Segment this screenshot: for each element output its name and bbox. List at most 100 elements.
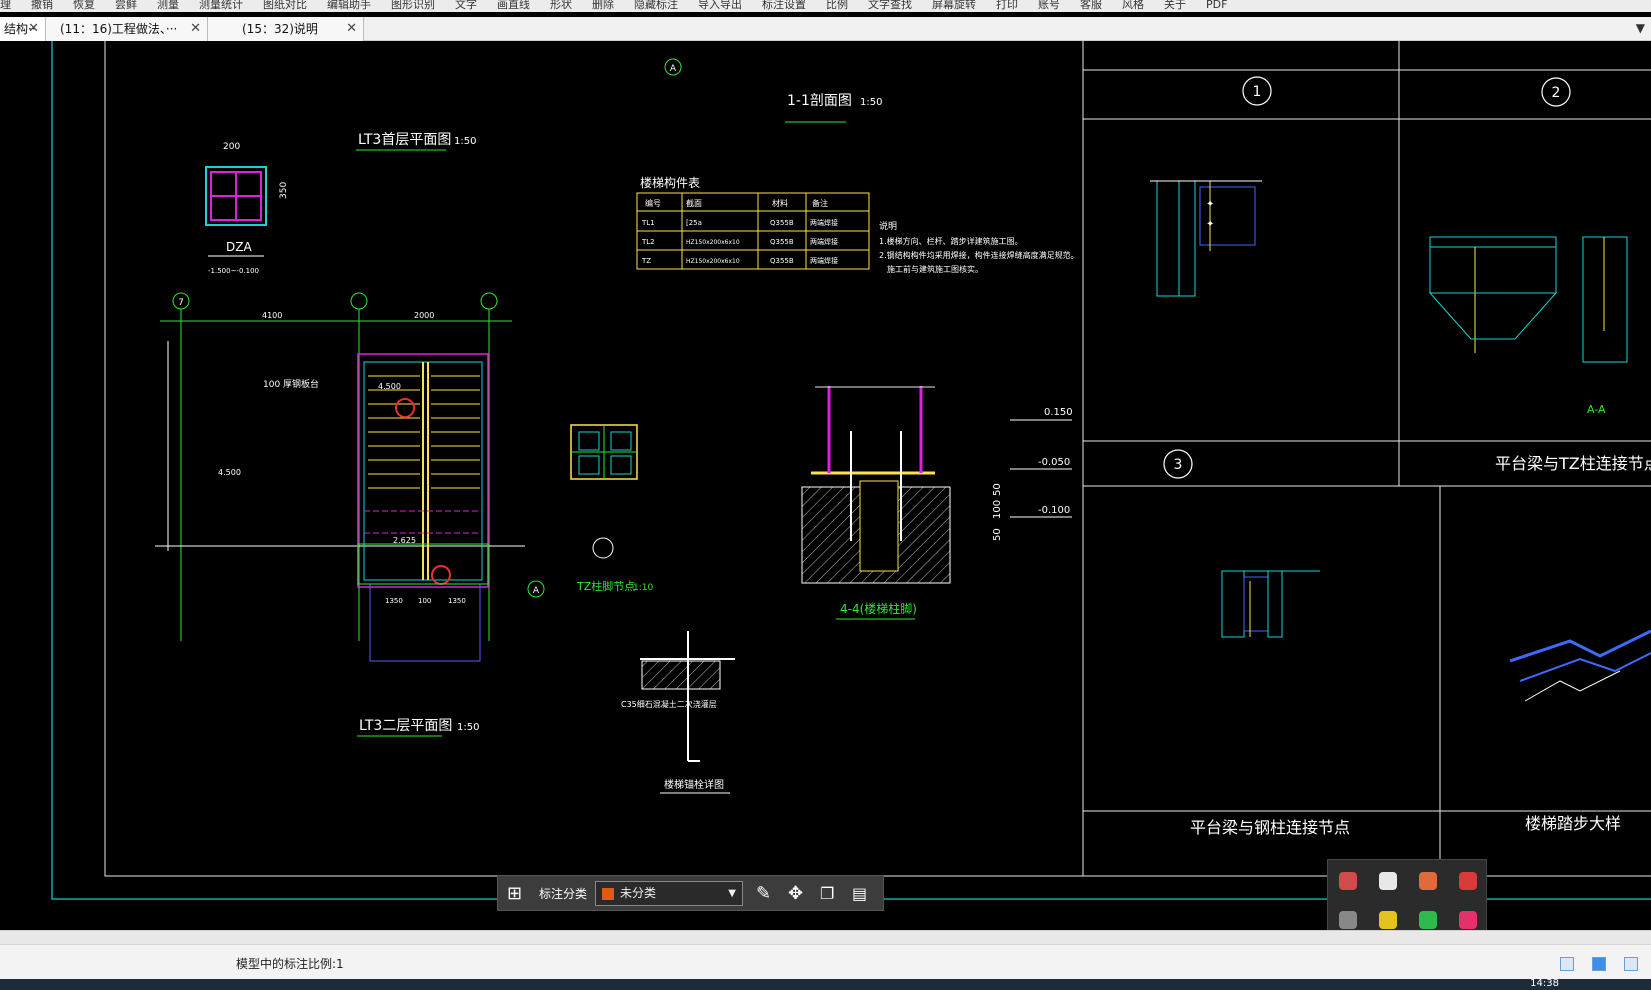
pdf-icon[interactable] [1592, 957, 1606, 971]
copy-icon[interactable]: ❐ [820, 884, 835, 903]
taskbar: 14:38 [0, 979, 1651, 990]
menu-item[interactable]: 画直线 [497, 0, 530, 11]
menu-item[interactable]: 编辑助手 [327, 0, 371, 11]
platform-tz-node-title: 平台梁与TZ柱连接节点 [1495, 454, 1651, 473]
menu-item[interactable]: 尝鲜 [115, 0, 137, 11]
shield-icon[interactable] [1379, 872, 1397, 890]
close-icon[interactable]: ✕ [190, 21, 201, 36]
stair-anchor-detail-title: 楼梯锚栓详图 [664, 778, 724, 791]
wechat-icon[interactable] [1419, 911, 1437, 929]
menu-item[interactable]: 账号 [1038, 0, 1060, 11]
menu-item[interactable]: 删除 [592, 0, 614, 11]
svg-text:Q355B: Q355B [770, 257, 794, 265]
menu-item[interactable]: 形状 [550, 0, 572, 11]
cad-drawing: 1 2 3 平台梁与TZ柱连接节点 平台梁与钢柱连接节点 楼梯踏步大样 A-A … [51, 41, 1651, 900]
svg-text:-0.100: -0.100 [1038, 505, 1070, 516]
tab-bar: 结构·· ✕ (11：16)工程做法、··· ✕ (15：32)说明 ✕ [0, 17, 1651, 41]
menu-item[interactable]: PDF [1206, 0, 1228, 11]
folder-icon[interactable] [1560, 957, 1574, 971]
menu-item[interactable]: 客服 [1080, 0, 1102, 11]
svg-text:Q355B: Q355B [770, 219, 794, 227]
lt3-first-plan-title: LT3首层平面图 [358, 132, 451, 148]
tz-foot-node: TZ柱脚节点 1:10 [570, 424, 653, 593]
svg-text:4.500: 4.500 [218, 468, 241, 477]
tab-structure[interactable]: 结构·· ✕ [0, 17, 46, 41]
svg-text:HZ150x200x6x10: HZ150x200x6x10 [686, 258, 740, 265]
svg-text:✦: ✦ [1206, 219, 1214, 230]
svg-text:2.625: 2.625 [393, 536, 416, 545]
lt3-second-plan: 7 4100 2000 100 厚钢板台 [155, 292, 545, 737]
annotation-scale-status: 模型中的标注比例:1 [236, 957, 344, 971]
svg-text:施工前与建筑施工图核实。: 施工前与建筑施工图核实。 [887, 264, 983, 274]
menu-item[interactable]: 屏幕旋转 [932, 0, 976, 11]
tray-app-icon[interactable] [1459, 872, 1477, 890]
svg-text:100: 100 [992, 500, 1003, 519]
speaker-icon[interactable] [1419, 872, 1437, 890]
svg-text:备注: 备注 [812, 198, 828, 208]
dza-label: DZA [226, 240, 252, 254]
dza-note: -1.500~-0.100 [208, 267, 259, 275]
menu-item[interactable]: 理 [0, 0, 11, 11]
menu-item[interactable]: 测量统计 [199, 0, 243, 11]
tray-app-icon[interactable] [1379, 911, 1397, 929]
member-table: 楼梯构件表 编号 截面 材料 备注 TL1 [25a Q355B 两端焊接 TL… [636, 175, 870, 270]
menu-item[interactable]: 导入导出 [698, 0, 742, 11]
close-icon[interactable]: ✕ [28, 21, 39, 36]
menu-item[interactable]: 文字 [455, 0, 477, 11]
cloud-icon[interactable] [1339, 911, 1357, 929]
menu-item[interactable]: 关于 [1164, 0, 1186, 11]
svg-text:50: 50 [992, 483, 1003, 496]
menu-item[interactable]: 打印 [996, 0, 1018, 11]
menu-item[interactable]: 隐藏标注 [634, 0, 678, 11]
svg-text:2.钢结构构件均采用焊接，构件连接焊缝高度满足规范。: 2.钢结构构件均采用焊接，构件连接焊缝高度满足规范。 [879, 250, 1079, 260]
section-1-1-title: 1-1剖面图 [787, 93, 852, 109]
chevron-down-icon[interactable]: ▼ [1635, 21, 1645, 35]
tray-app-icon[interactable] [1459, 911, 1477, 929]
scale-label: 1:50 [454, 136, 476, 147]
svg-text:1350: 1350 [385, 597, 403, 605]
menu-item[interactable]: 文字查找 [868, 0, 912, 11]
menu-item[interactable]: 比例 [826, 0, 848, 11]
svg-text:50: 50 [992, 528, 1003, 541]
svg-text:材料: 材料 [772, 198, 788, 208]
close-icon[interactable]: ✕ [346, 21, 357, 36]
paste-icon[interactable]: ▤ [852, 884, 868, 903]
dim-label: 350 [279, 182, 289, 199]
svg-text:TZ: TZ [641, 257, 651, 265]
svg-text:1:50: 1:50 [457, 722, 479, 733]
section-4-4-title: 4-4(楼梯柱脚) [840, 601, 917, 616]
tab-engineering-practice[interactable]: (11：16)工程做法、··· ✕ [46, 17, 208, 41]
tab-label: 结构·· [4, 22, 36, 36]
svg-text:C35细石混凝土二次浇灌层: C35细石混凝土二次浇灌层 [621, 699, 717, 709]
tab-description[interactable]: (15：32)说明 ✕ [208, 17, 364, 41]
menu-item[interactable]: 图纸对比 [263, 0, 307, 11]
menu-item[interactable]: 恢复 [73, 0, 95, 11]
svg-text:两端焊接: 两端焊接 [810, 218, 838, 227]
scale-label: 1:50 [860, 97, 882, 108]
tab-label: (15：32)说明 [242, 22, 318, 36]
svg-text:1.楼梯方向、栏杆、踏步详建筑施工图。: 1.楼梯方向、栏杆、踏步详建筑施工图。 [879, 236, 1023, 246]
dim-label: 200 [223, 142, 240, 152]
detail-node-2 [1428, 236, 1628, 363]
menu-item[interactable]: 标注设置 [762, 0, 806, 11]
svg-text:✦: ✦ [1206, 199, 1214, 210]
detail-node-3 [1221, 570, 1320, 638]
edit-icon[interactable]: ✎ [756, 883, 772, 904]
menu-item[interactable]: 撤销 [31, 0, 53, 11]
drawing-canvas[interactable]: 1 2 3 平台梁与TZ柱连接节点 平台梁与钢柱连接节点 楼梯踏步大样 A-A … [0, 41, 1651, 930]
move-icon[interactable]: ✥ [788, 883, 804, 904]
tray-app-icon[interactable] [1339, 872, 1357, 890]
stair-step-detail-title: 楼梯踏步大样 [1525, 814, 1621, 833]
horizontal-scrollbar[interactable] [0, 930, 1651, 944]
menu-item[interactable]: 风格 [1122, 0, 1144, 11]
design-notes: 说明 1.楼梯方向、栏杆、踏步详建筑施工图。 2.钢结构构件均采用焊接，构件连接… [879, 220, 1079, 274]
svg-text:0.150: 0.150 [1044, 407, 1073, 418]
category-select[interactable]: 未分类 ▼ [595, 881, 743, 906]
minimize-icon[interactable] [1624, 957, 1638, 971]
menu-item[interactable]: 测量 [157, 0, 179, 11]
section-aa-label: A-A [1587, 403, 1606, 416]
member-table-title: 楼梯构件表 [640, 175, 700, 190]
svg-text:-0.050: -0.050 [1038, 457, 1070, 468]
grid-icon[interactable]: ⊞ [507, 883, 523, 904]
menu-item[interactable]: 图形识别 [391, 0, 435, 11]
